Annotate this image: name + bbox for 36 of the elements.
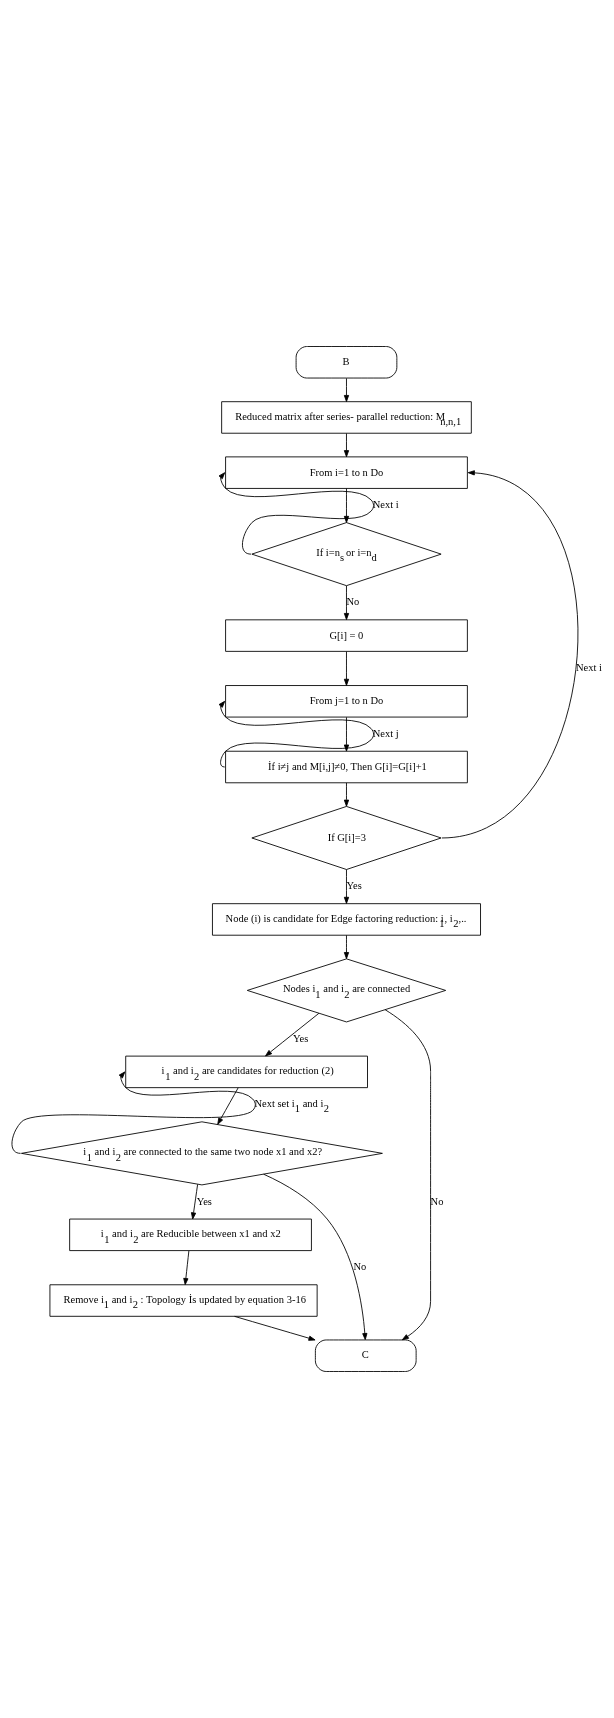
- arrow: [265, 1012, 320, 1057]
- node-box: İf i≠j and M[i,j]≠0, Then G[i]=G[i]+1: [225, 750, 468, 784]
- node-box: B: [295, 346, 398, 379]
- edge-label: No: [430, 1195, 444, 1207]
- edge-label: Yes: [293, 1032, 309, 1044]
- node-box: From j=1 to n Do: [225, 685, 468, 718]
- edge-label: Next i: [372, 499, 399, 511]
- arrow: [234, 1315, 316, 1341]
- arrow: [183, 1250, 190, 1286]
- arrow: [343, 488, 350, 523]
- arrow: [343, 782, 350, 807]
- arrow: [191, 1183, 199, 1220]
- node-box: G[i] = 0: [225, 619, 468, 652]
- arrow: [217, 1087, 239, 1125]
- edge-label: Next j: [372, 727, 399, 739]
- node-box: C: [314, 1339, 417, 1372]
- edge-label: Yes: [196, 1195, 212, 1207]
- arrow: [11, 1071, 256, 1154]
- edge-label: Next i: [576, 662, 602, 674]
- edge-label: No: [353, 1261, 367, 1273]
- arrow: [384, 1009, 431, 1341]
- arrow: [343, 716, 350, 752]
- arrow: [343, 934, 350, 960]
- arrow: [343, 651, 350, 686]
- arrow: [218, 472, 374, 555]
- arrow: [343, 585, 350, 620]
- edge-label: No: [346, 596, 360, 608]
- arrow: [343, 433, 350, 458]
- arrow: [441, 470, 578, 839]
- node-box: From i=1 to n Do: [225, 456, 468, 489]
- arrow: [263, 1173, 368, 1341]
- arrow: [343, 869, 350, 904]
- node-diamond: If G[i]=3: [251, 806, 442, 870]
- arrow: [343, 377, 350, 402]
- arrow: [218, 700, 375, 768]
- edge-label: Yes: [346, 880, 362, 892]
